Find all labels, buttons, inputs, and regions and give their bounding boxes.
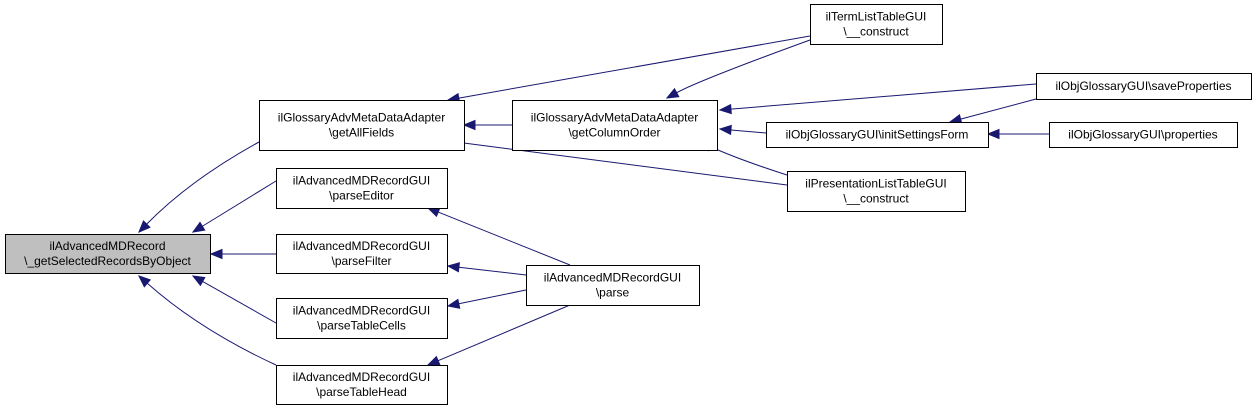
node-gama-getColumnOrder[interactable]: ilGlossaryAdvMetaDataAdapter\getColumnOr… xyxy=(512,100,718,151)
edge-gui_parse-to-gui_parseTableHead xyxy=(426,304,571,366)
edge-term_construct-to-gama_getAllFields xyxy=(446,35,811,104)
arrowhead-icon xyxy=(138,275,152,288)
edge-line xyxy=(202,180,277,227)
edge-line xyxy=(458,35,811,99)
node-gui-parseFilter[interactable]: ilAdvancedMDRecordGUI\parseFilter xyxy=(276,234,448,274)
node-box xyxy=(276,298,448,339)
node-og-properties[interactable]: ilObjGlossaryGUI\properties xyxy=(1049,122,1238,148)
edge-line xyxy=(146,141,260,225)
node-box xyxy=(259,100,465,151)
edge-line xyxy=(146,282,277,366)
arrowhead-icon xyxy=(426,355,441,366)
node-box xyxy=(1049,122,1238,148)
arrowhead-icon xyxy=(462,119,476,131)
node-label-line: ilTermListTableGUI xyxy=(826,10,927,24)
node-label-line: ilAdvancedMDRecordGUI xyxy=(293,239,430,253)
node-label-line: \getAllFields xyxy=(329,126,394,140)
node-label-line: ilObjGlossaryGUI\saveProperties xyxy=(1055,79,1231,93)
node-label-line: \parseFilter xyxy=(331,254,391,268)
node-label-line: \parseEditor xyxy=(329,189,394,203)
node-label-line: \parseTableHead xyxy=(316,385,407,399)
node-label-line: ilAdvancedMDRecordGUI xyxy=(293,304,430,318)
node-label-line: ilPresentationListTableGUI xyxy=(805,177,946,191)
edge-line xyxy=(458,289,527,305)
node-box xyxy=(276,365,448,405)
node-label-line: \parse xyxy=(596,286,630,300)
node-label-line: ilGlossaryAdvMetaDataAdapter xyxy=(531,111,698,125)
edge-line xyxy=(730,83,1037,110)
edge-og_saveProperties-to-gama_getColumnOrder xyxy=(718,83,1037,115)
node-pres-construct[interactable]: ilPresentationListTableGUI\__construct xyxy=(787,171,966,212)
arrowhead-icon xyxy=(986,128,1000,140)
arrowhead-icon xyxy=(191,221,206,233)
edge-gui_parse-to-gui_parseEditor xyxy=(426,207,571,266)
node-gui-parseTableHead[interactable]: ilAdvancedMDRecordGUI\parseTableHead xyxy=(276,365,448,405)
nodes-layer: ilAdvancedMDRecord\_getSelectedRecordsBy… xyxy=(5,4,1252,405)
edge-gui_parseTableHead-to-root xyxy=(138,275,277,366)
edge-gui_parseEditor-to-root xyxy=(191,180,277,233)
node-box xyxy=(276,234,448,274)
node-label-line: ilGlossaryAdvMetaDataAdapter xyxy=(278,111,445,125)
edge-gui_parse-to-gui_parseTableCells xyxy=(446,289,527,309)
node-box xyxy=(1036,73,1252,100)
node-box xyxy=(787,171,966,212)
edge-line xyxy=(438,211,571,266)
node-term-construct[interactable]: ilTermListTableGUI\__construct xyxy=(810,4,943,45)
node-label-line: ilAdvancedMDRecordGUI xyxy=(544,271,681,285)
arrowhead-icon xyxy=(209,248,223,260)
arrowhead-icon xyxy=(446,298,461,309)
node-box xyxy=(526,265,700,306)
node-label-line: \parseTableCells xyxy=(317,319,406,333)
arrowhead-icon xyxy=(446,262,460,273)
node-label-line: \getColumnOrder xyxy=(568,126,660,140)
node-og-saveProperties[interactable]: ilObjGlossaryGUI\saveProperties xyxy=(1036,73,1252,100)
edge-og_initSettingsForm-to-gama_getColumnOrder xyxy=(718,124,767,136)
edge-gui_parseFilter-to-root xyxy=(209,248,276,260)
edge-term_construct-to-gama_getColumnOrder xyxy=(665,39,811,99)
node-root[interactable]: ilAdvancedMDRecord\_getSelectedRecordsBy… xyxy=(5,234,211,274)
edge-line xyxy=(458,266,527,276)
edge-og_saveProperties-to-og_initSettingsForm xyxy=(948,98,1037,125)
edge-line xyxy=(676,39,811,94)
node-label-line: ilAdvancedMDRecordGUI xyxy=(293,370,430,384)
arrowhead-icon xyxy=(718,103,732,115)
node-gui-parse[interactable]: ilAdvancedMDRecordGUI\parse xyxy=(526,265,700,306)
edge-line xyxy=(730,129,767,134)
edge-og_properties-to-og_initSettingsForm xyxy=(986,128,1049,140)
node-label-line: \_getSelectedRecordsByObject xyxy=(24,254,191,268)
edge-line xyxy=(437,304,571,362)
edge-gama_getColumnOrder-to-gama_getAllFields xyxy=(462,119,512,131)
node-label-line: ilAdvancedMDRecord xyxy=(49,239,165,253)
arrowhead-icon xyxy=(138,220,151,233)
node-box xyxy=(276,168,448,209)
node-label-line: ilAdvancedMDRecordGUI xyxy=(293,174,430,188)
node-gui-parseTableCells[interactable]: ilAdvancedMDRecordGUI\parseTableCells xyxy=(276,298,448,339)
node-label-line: ilObjGlossaryGUI\initSettingsForm xyxy=(786,128,969,142)
node-label-line: \__construct xyxy=(843,192,909,206)
node-label-line: ilObjGlossaryGUI\properties xyxy=(1068,128,1217,142)
edge-line xyxy=(709,146,788,176)
arrowhead-icon xyxy=(718,124,732,136)
node-box xyxy=(512,100,718,151)
arrowhead-icon xyxy=(191,275,206,287)
edge-gama_getAllFields-to-root xyxy=(138,141,260,233)
node-gui-parseEditor[interactable]: ilAdvancedMDRecordGUI\parseEditor xyxy=(276,168,448,209)
node-gama-getAllFields[interactable]: ilGlossaryAdvMetaDataAdapter\getAllField… xyxy=(259,100,465,151)
node-box xyxy=(810,4,943,45)
arrowhead-icon xyxy=(426,207,441,218)
node-box xyxy=(5,234,211,274)
edge-line xyxy=(960,98,1037,120)
edge-gui_parse-to-gui_parseFilter xyxy=(446,262,527,276)
edge-line xyxy=(202,280,277,324)
arrowhead-icon xyxy=(665,87,680,99)
edge-gui_parseTableCells-to-root xyxy=(191,275,277,324)
node-box xyxy=(766,122,989,148)
node-label-line: \__construct xyxy=(843,25,909,39)
node-og-initSettingsForm[interactable]: ilObjGlossaryGUI\initSettingsForm xyxy=(766,122,989,148)
